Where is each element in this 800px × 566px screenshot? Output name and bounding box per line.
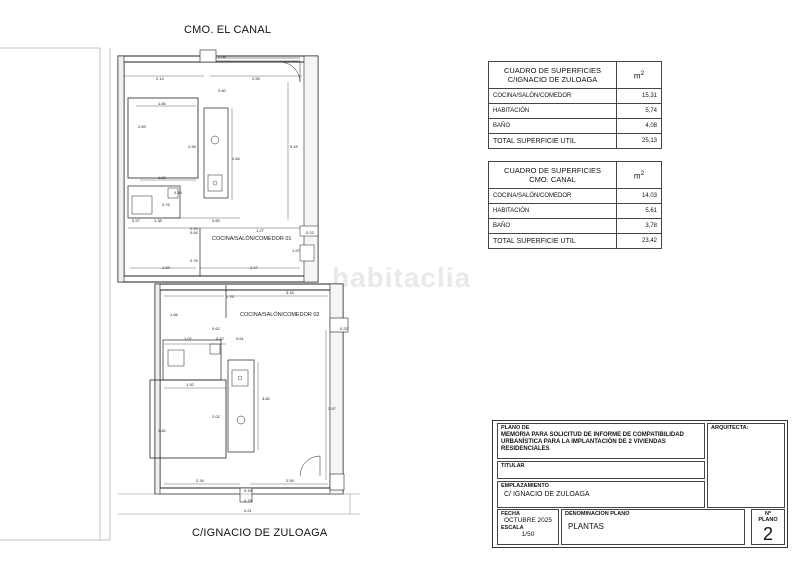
dimension-label: 2.47 [250, 265, 259, 270]
titular-cell: TITULAR [497, 461, 705, 479]
dimension-label: 1.07 [184, 336, 193, 341]
dimension-label: 0.60 [218, 88, 227, 93]
table-unit: m2 [616, 161, 662, 189]
nplano-cell: Nº PLANO 2 [751, 509, 785, 545]
dimension-label: 3.84 [262, 396, 271, 401]
emplazamiento-cell: EMPLAZAMIENTO C/ IGNACIO DE ZULOAGA [497, 481, 705, 508]
denominacion-cell: DENOMINACION PLANO PLANTAS [561, 509, 745, 545]
dimension-label: 2.34 [196, 478, 205, 483]
dimension-label: 0.22 [340, 326, 349, 331]
dimension-label: 1.97 [292, 248, 301, 253]
title-block: PLANO DE MEMORIA PARA SOLICITUD DE INFOR… [492, 420, 788, 548]
dimension-label: 2.69 [138, 124, 147, 129]
dimension-label: 3.16 [286, 290, 295, 295]
dimension-label: 1.92 [186, 382, 195, 387]
watermark: habitaclia [332, 262, 472, 293]
dimension-label: 0.82 [212, 218, 221, 223]
dimension-label: 1.84 [158, 101, 167, 106]
room-label-unit2: COCINA/SALÓN/COMEDOR 02 [240, 311, 319, 318]
plano-value: MEMORIA PARA SOLICITUD DE INFORME DE COM… [501, 432, 684, 452]
dimension-label: 0.61 [236, 336, 245, 341]
dimension-label: 2.02 [212, 414, 221, 419]
dimension-label: 1.84 [158, 175, 167, 180]
dimension-label: 1.83 [162, 265, 171, 270]
street-label-bottom: C/IGNACIO DE ZULOAGA [192, 527, 328, 539]
dimension-label: 0.45 [174, 190, 183, 195]
arquitecta-cell: ARQUITECTA: [707, 423, 785, 508]
dimension-label: 2.82 [158, 428, 167, 433]
dimension-label: 0.27 [132, 218, 141, 223]
dimension-label: 0.21 [244, 508, 253, 513]
dimension-label: 0.62 [212, 326, 221, 331]
dimension-label: 0.23 [306, 230, 315, 235]
dimension-label: 0.19 [244, 488, 253, 493]
dimension-label: 0.79 [244, 498, 253, 503]
street-label-top: CMO. EL CANAL [184, 24, 272, 36]
plano-cell: PLANO DE MEMORIA PARA SOLICITUD DE INFOR… [497, 423, 705, 459]
dimension-label: 1.66 [170, 312, 179, 317]
dimension-label: 0.78 [190, 258, 199, 263]
dimension-label: 0.84 [190, 230, 199, 235]
dimension-label: 2.59 [286, 478, 295, 483]
dimension-label: 2.14 [156, 76, 165, 81]
fecha-escala-cell: FECHA OCTUBRE 2025 ESCALA 1/50 [497, 509, 559, 545]
room-label-unit1: COCINA/SALÓN/COMEDOR 01 [212, 235, 291, 242]
dimension-label: 0.76 [162, 202, 171, 207]
dimension-label: 2.84 [232, 156, 241, 161]
dimension-label: 3.97 [328, 406, 337, 411]
table-unit: m2 [616, 61, 662, 89]
dimension-label: 3.49 [290, 144, 299, 149]
dimension-label: 0.64 [218, 54, 227, 59]
dimension-label: 0.42 [216, 336, 225, 341]
dimension-label: 0.76 [226, 294, 235, 299]
dimension-label: 1.27 [256, 228, 265, 233]
dimension-label: 2.56 [188, 144, 197, 149]
dimension-label: 2.55 [252, 76, 261, 81]
dimension-label: 0.59 [190, 226, 199, 231]
dimension-label: 1.38 [154, 218, 163, 223]
